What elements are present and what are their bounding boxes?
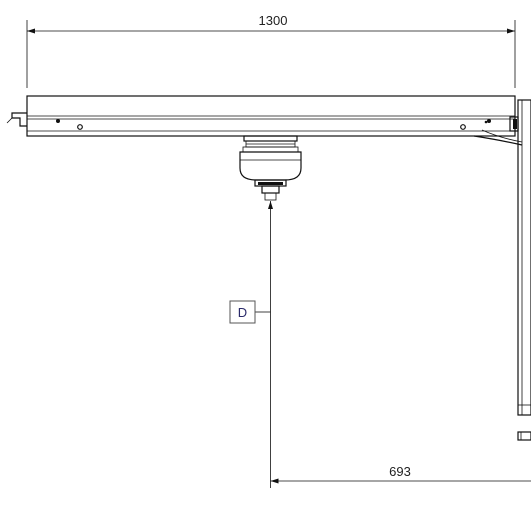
beam-hole-left-top — [56, 119, 60, 123]
gusset-dot — [484, 120, 488, 124]
beam-hole-left — [77, 124, 83, 130]
label-box — [229, 300, 256, 324]
offset-dimension-arrow — [270, 478, 279, 484]
beam-end-block-fill — [513, 119, 517, 129]
width-dimension-value: 1300 — [259, 13, 288, 28]
post-foot — [517, 431, 531, 441]
fitting-tip — [264, 192, 277, 201]
label-d: D — [238, 305, 247, 320]
width-dimension: 1300 — [26, 13, 516, 88]
fitting-neck-fill — [258, 182, 283, 185]
fitting-bulb — [239, 151, 302, 181]
width-dimension-arrow-right — [507, 28, 515, 34]
fitting-nipple — [261, 185, 280, 194]
offset-dimension: 693 — [270, 464, 531, 484]
left-bracket — [11, 112, 27, 127]
left-bracket-tip — [6, 117, 13, 124]
beam — [6, 95, 519, 137]
hanging-fitting — [239, 135, 302, 201]
offset-dimension-value: 693 — [389, 464, 411, 479]
post-body — [517, 99, 531, 416]
beam-hole-right-top — [487, 119, 491, 123]
right-post — [517, 99, 531, 441]
fitting-mount-plate — [243, 135, 298, 142]
height-dimension: D — [229, 201, 273, 488]
beam-hole-right — [460, 124, 466, 130]
fitting-collar — [242, 146, 299, 153]
height-dimension-arrow — [268, 201, 273, 209]
width-dimension-arrow-left — [27, 28, 35, 34]
